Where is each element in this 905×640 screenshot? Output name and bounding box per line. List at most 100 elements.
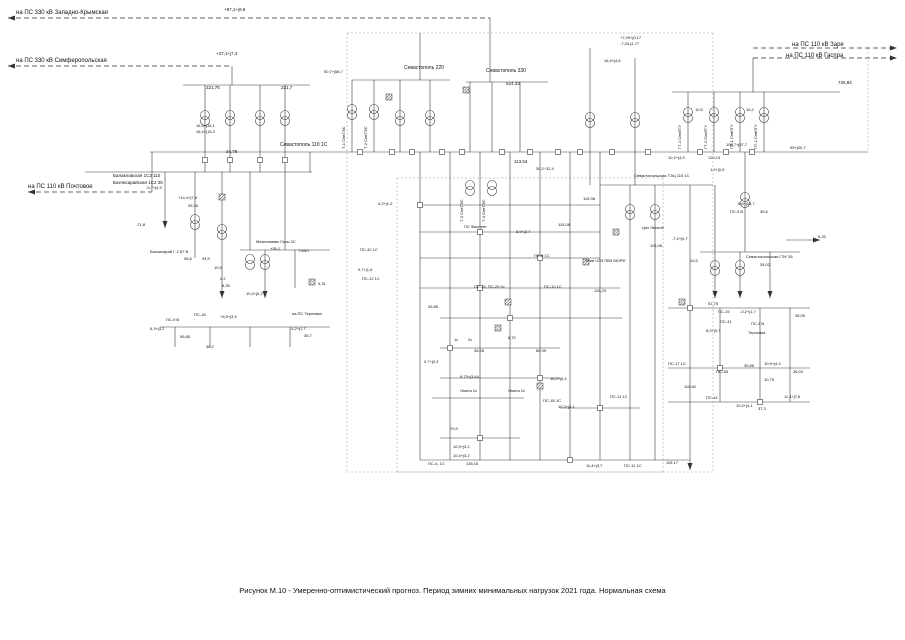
diagram-label: 2с xyxy=(468,337,473,342)
diagram-label: 221,7 xyxy=(281,85,293,90)
diagram-label: 4,2+j1,0 xyxy=(378,201,393,206)
diagram-label: -7,2+j0,7 xyxy=(672,236,688,241)
diagram-label: 86,39 xyxy=(536,348,547,353)
diagram-label: 524,33 xyxy=(506,81,520,86)
diagram-label: ПС-11 1С xyxy=(610,394,628,399)
diagram-label: -7,03-j1,77 xyxy=(620,41,640,46)
diagram-label: -4,2+j1,7 xyxy=(290,326,306,331)
diagram-label: Бахчисарай Г-2 87 В xyxy=(150,249,189,254)
diagram-label: 70,9 xyxy=(450,426,458,431)
diagram-label: -0,2+j1,7 xyxy=(740,309,756,314)
diagram-label: ГТ-2 СевПГУ xyxy=(703,124,708,149)
diagram-label: 1с xyxy=(454,337,459,342)
diagram-label: на ПС 110 кВ Почтовое xyxy=(28,184,93,190)
diagram-label: 113,54 xyxy=(514,159,528,164)
diagram-label: ПС-16, ПС-20 2с xyxy=(474,284,505,289)
diagram-label: Бахчисарайская 1С2 35 xyxy=(113,180,163,185)
diagram-label: ПС-42 1С xyxy=(360,247,378,252)
diagram-label: Севастопольская ТЭЦ 110 1С xyxy=(634,173,690,178)
diagram-label: ПС-41 xyxy=(720,319,732,324)
diagram-label: 105,7+j37,7 xyxy=(726,142,748,147)
bus-and-feeder-lines xyxy=(85,18,868,470)
diagram-label: 0,31 xyxy=(318,281,326,286)
diagram-label: 11,4+j7,6 xyxy=(784,394,801,399)
diagram-label: 10,4+j3,2 xyxy=(453,453,470,458)
diagram-label: ПС-4, 1С xyxy=(428,461,445,466)
diagram-label: 16,4+j4,8 xyxy=(604,58,621,63)
diagram-label: 725,84 xyxy=(838,80,852,85)
external-tie-lines xyxy=(8,17,897,193)
diagram-label: 0,2 xyxy=(220,276,226,281)
diagram-label: +7,09+j0,17 xyxy=(620,35,642,40)
diagram-label: Т-2 СевТЭС xyxy=(363,126,368,149)
diagram-label: ПС-5 В xyxy=(730,209,744,214)
diagram-label: 35,6 xyxy=(760,209,768,214)
diagram-label: на ПС 110 кВ Заря xyxy=(792,42,844,48)
diagram-label: 10,5 xyxy=(690,258,698,263)
diagram-label: 115,23 xyxy=(594,288,606,293)
area-boundary-dashed-lines xyxy=(346,32,869,473)
diagram-label: 6,3+j3,2 xyxy=(150,326,165,331)
diagram-label: на ПС Терновка xyxy=(292,311,322,316)
diagram-label: ПС-44 xyxy=(706,395,718,400)
diagram-label: 8,35 xyxy=(222,283,230,288)
diagram-label: 8,9+j2,7 xyxy=(516,229,531,234)
diagram-label: отпв ЧЭЗ ПВЗ МОРФ xyxy=(586,258,626,263)
diagram-label: 38,2 xyxy=(206,344,214,349)
diagram-label: -71,8 xyxy=(136,222,146,227)
diagram-label: 11,4+j3,7 xyxy=(586,463,603,468)
diagram-label: 16,4+j15,1 xyxy=(196,123,215,128)
diagram-label: +6,5+j3,5 xyxy=(220,314,237,319)
diagram-label: ПТ-2 СевПГУ xyxy=(753,124,758,149)
diagram-label: 50,7+j58,7 xyxy=(324,69,343,74)
diagram-label: 38,05 xyxy=(795,313,806,318)
diagram-label: Т-1 СевТЭС xyxy=(341,126,346,149)
figure-caption: Рисунок М.10 - Умеренно-оптимистический … xyxy=(239,586,666,595)
diagram-label: 94,9 xyxy=(202,256,210,261)
diagram-label: 36,7 xyxy=(304,333,312,338)
diagram-label: 34,78 xyxy=(226,149,238,154)
diagram-label: ПС-11 1С xyxy=(624,463,642,468)
diagram-label: ТЭАЛ xyxy=(298,248,309,253)
diagram-label: +87,1+j9,6 xyxy=(224,7,246,12)
diagram-label: 9,73+j3,64 xyxy=(460,374,479,379)
diagram-label: 36,03 xyxy=(793,369,804,374)
diagram-label: 35,85 xyxy=(744,363,755,368)
diagram-label: 51,75 xyxy=(708,301,719,306)
diagram-label: 115,82 xyxy=(684,384,696,389)
diagram-label: 95,85 xyxy=(180,334,191,339)
diagram-label: 35,35 xyxy=(188,203,199,208)
diagram-label: 8,6+j13,7 xyxy=(738,201,755,206)
diagram-label: ПС-15 xyxy=(718,309,730,314)
diagram-label: 35,02 xyxy=(760,262,771,267)
diagram-label: на ПС 110 кВ Гаспра xyxy=(786,53,844,59)
diagram-label: 35,85 xyxy=(428,304,439,309)
diagram-label: Цех Лесной xyxy=(642,225,664,230)
transformer-and-breaker-symbols xyxy=(190,86,769,463)
diagram-label: Севастополь 220 xyxy=(404,65,444,71)
diagram-label: 0,7+j1,6 xyxy=(358,267,373,272)
diagram-label: 120,13 xyxy=(708,155,721,160)
diagram-label: 10,5 xyxy=(214,265,222,270)
diagram-label: 115,08 xyxy=(583,196,595,201)
diagram-label: ПС Фиолент xyxy=(464,224,487,229)
diagram-label: ГТ-1 СевПГУ xyxy=(677,124,682,149)
diagram-label: Севастополь 330 xyxy=(486,68,526,74)
diagram-label: 221,75 xyxy=(206,85,220,90)
diagram-label: 115,08 xyxy=(650,243,662,248)
diagram-label: 36,28 xyxy=(474,348,485,353)
diagram-label: Севастопольская ГЭУ 35 xyxy=(746,254,793,259)
diagram-label: ПС-9 В xyxy=(166,317,180,322)
flow-arrow-icons xyxy=(8,15,897,470)
diagram-label: 96,6 xyxy=(184,256,192,261)
diagram-label: Т-4 СевТЭС xyxy=(481,199,486,222)
diagram-label: +35,1 xyxy=(270,246,281,251)
diagram-label: 10,9+j4,3 xyxy=(764,361,781,366)
diagram-label: 10,5 xyxy=(695,107,703,112)
diagram-label: 10,2+j4,9 xyxy=(668,155,685,160)
diagram-label: ПС-12 1С xyxy=(362,276,380,281)
diagram-label: Омега 2с xyxy=(508,388,526,393)
diagram-label: 1,2+j0,5 xyxy=(710,167,725,172)
diagram-label: ПС-18 xyxy=(194,312,206,317)
